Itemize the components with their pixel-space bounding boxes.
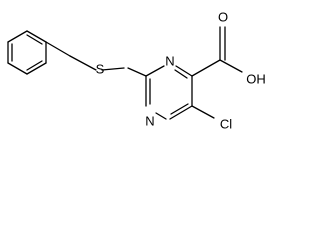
double-bond-inner bbox=[170, 103, 189, 115]
pyrimidine-ring bbox=[145, 65, 193, 120]
carbonyl-oxygen-label: O bbox=[218, 9, 228, 24]
bond-c6-n1 bbox=[155, 112, 167, 120]
bond bbox=[26, 30, 47, 43]
bond-c5-cl bbox=[191, 105, 215, 119]
bond-c-oh bbox=[219, 59, 243, 73]
sulfur-label: S bbox=[96, 61, 105, 76]
double-bond-inner bbox=[26, 60, 43, 71]
bond-n3-c4 bbox=[175, 65, 193, 77]
molecule-diagram: S N N Cl O OH bbox=[7, 9, 266, 131]
bond-s-c2 bbox=[101, 67, 125, 71]
bond-ring-ch2 bbox=[45, 41, 71, 57]
nitrogen-bottom-label: N bbox=[145, 113, 154, 128]
bond bbox=[26, 62, 47, 75]
benzene-ring bbox=[7, 30, 47, 75]
hydroxyl-label: OH bbox=[246, 71, 266, 86]
bond-c4-cooh bbox=[191, 59, 221, 77]
bond bbox=[7, 62, 28, 75]
chlorine-label: Cl bbox=[220, 116, 232, 131]
structure-canvas: S N N Cl O OH bbox=[7, 9, 266, 131]
bond-s-c2b bbox=[127, 67, 147, 77]
double-bond-inner bbox=[26, 34, 43, 45]
bond-ch2-s bbox=[69, 55, 97, 71]
bond-c5-c6 bbox=[169, 105, 193, 120]
nitrogen-top-label: N bbox=[165, 53, 174, 68]
bond-c2-n3 bbox=[145, 65, 165, 77]
bond bbox=[7, 30, 28, 43]
double-bond-inner bbox=[174, 69, 188, 79]
